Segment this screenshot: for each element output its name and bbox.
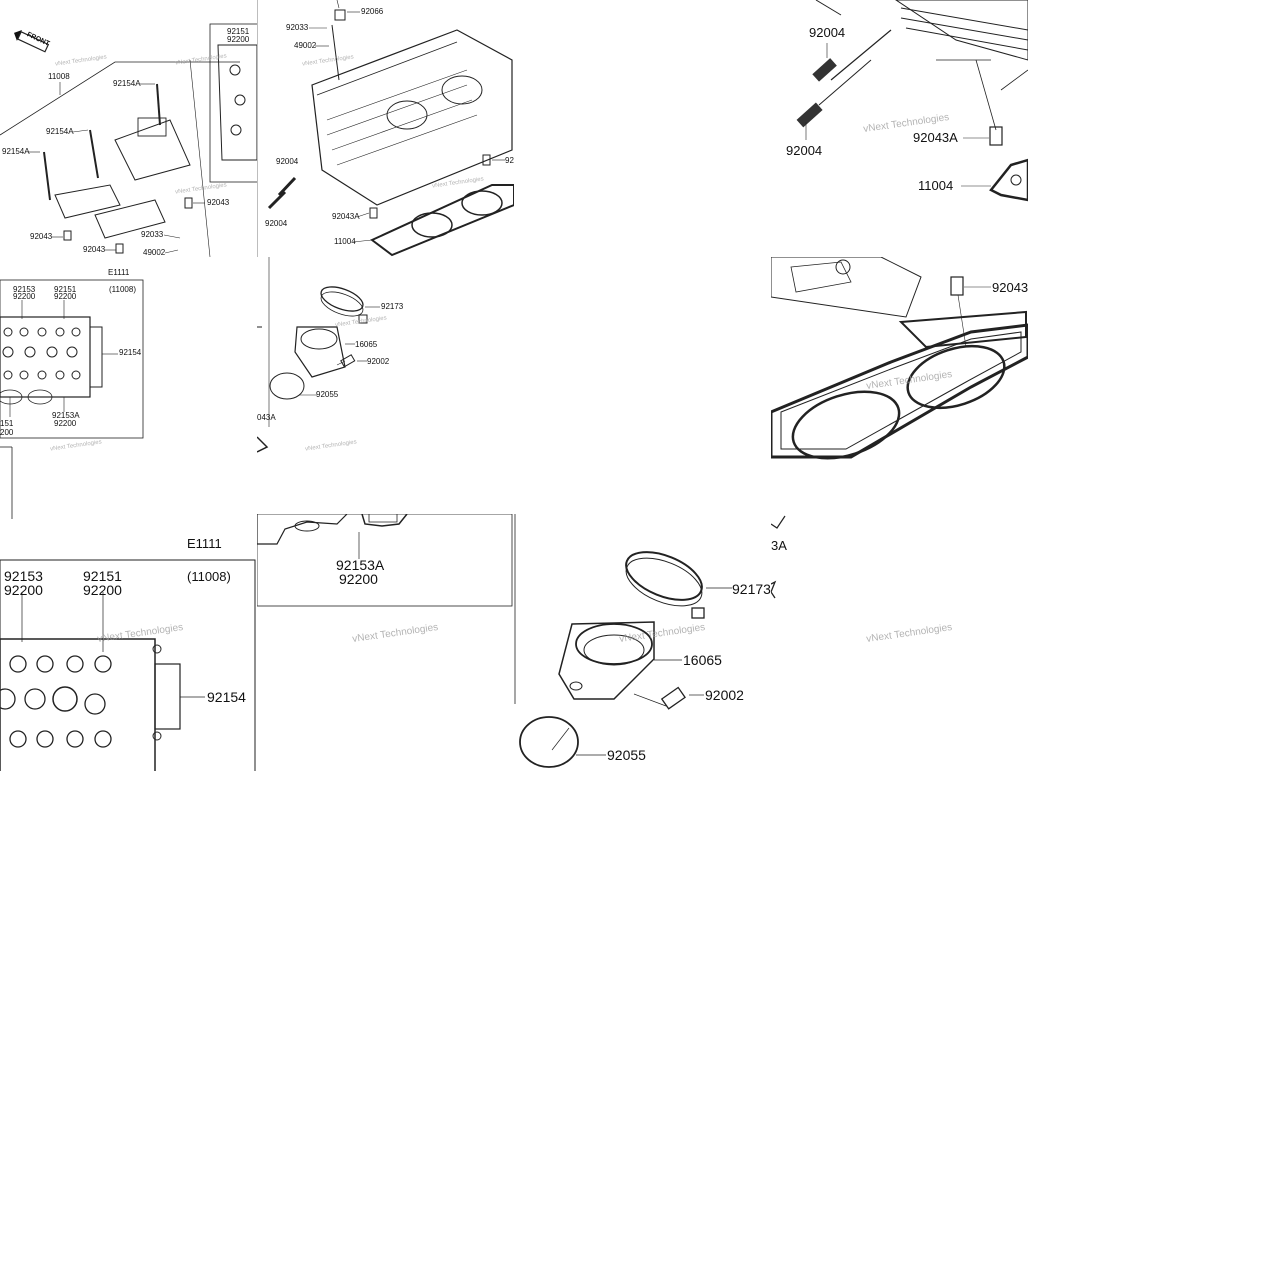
part-92055: 92055	[607, 747, 646, 763]
cylinder-head-drawing	[257, 0, 514, 257]
diagram-tile-head-top-view-zoom: E1111 (11008) 92153 92200 92151 92200 92…	[0, 514, 257, 771]
section-code: E1111	[187, 536, 222, 551]
part-92043-bottom: 92043	[83, 245, 106, 254]
diagram-tile-water-outlet: 92173 16065 92002 92055 043A vNext Techn…	[257, 257, 514, 514]
edge-drawing	[771, 515, 786, 599]
part-92066: 92066	[361, 7, 384, 16]
part-200-partial: 200	[0, 428, 14, 437]
water-outlet-zoom-drawing	[514, 514, 732, 768]
gasket-zoom-drawing	[771, 257, 1028, 460]
diagram-tile-gasket-zoom: 92043 vNext Technologies	[771, 257, 1028, 514]
part-92173: 92173	[381, 302, 404, 311]
studs-zoom-drawing	[796, 0, 1028, 202]
part-3A-partial: 3A	[771, 538, 787, 553]
part-49002: 49002	[143, 248, 166, 257]
part-92154: 92154	[207, 689, 246, 705]
part-92002: 92002	[705, 687, 744, 703]
part-92200: 92200	[227, 35, 250, 44]
part-92154A-left: 92154A	[2, 147, 30, 156]
diagram-tile-edge: 3A vNext Technologies	[771, 514, 1028, 771]
diagram-tile-cylinder-head: 92066 92033 49002 92004 92004 92043A 110…	[257, 0, 514, 257]
part-92153: 92153	[13, 285, 36, 294]
diagram-tile-water-outlet-zoom: 92173 16065 92002 92055 vNext Technologi…	[514, 514, 771, 771]
part-92153A: 92153A	[336, 557, 385, 573]
part-92200: 92200	[54, 292, 77, 301]
head-top-zoom-drawing	[0, 514, 256, 771]
section-code: E1111	[108, 268, 130, 277]
part-92033: 92033	[286, 23, 309, 32]
head-top-view-drawing	[0, 279, 144, 514]
part-92043-right: 92043	[207, 198, 230, 207]
diagram-tile-cylinder-head-covers: FRONT 11008 92154A 92154A 92154A 92043 9…	[0, 0, 257, 257]
part-11008: 11008	[48, 72, 70, 81]
part-92153: 92153	[4, 568, 43, 584]
part-043A-partial: 043A	[257, 413, 276, 422]
diagram-tile-bolt-callout-zoom: 92153A 92200 vNext Technologies	[257, 514, 514, 771]
diagram-tile-studs-zoom: 92004 92004 92043A 11004 vNext Technolog…	[771, 0, 1028, 257]
part-92004-upper: 92004	[276, 157, 299, 166]
part-92004-lower: 92004	[265, 219, 288, 228]
part-16065: 16065	[355, 340, 378, 349]
group-code: (11008)	[109, 285, 136, 294]
part-92043: 92043	[992, 280, 1028, 295]
part-92151: 92151	[54, 285, 77, 294]
part-92043A: 92043A	[332, 212, 360, 221]
part-92154: 92154	[119, 348, 142, 357]
bolt-array-zoom	[0, 644, 162, 748]
part-92200: 92200	[54, 419, 77, 428]
part-92151: 92151	[83, 568, 122, 584]
head-cover-drawing	[0, 23, 257, 257]
part-92154A-top: 92154A	[113, 79, 141, 88]
bolt-callout-drawing	[257, 514, 513, 607]
part-92004-upper: 92004	[809, 25, 846, 40]
part-92043A: 92043A	[913, 130, 958, 145]
part-11004: 11004	[918, 178, 954, 193]
part-92033: 92033	[141, 230, 164, 239]
part-151-partial: 151	[0, 419, 14, 428]
water-outlet-drawing	[257, 257, 380, 453]
part-92200: 92200	[339, 571, 378, 587]
part-92002: 92002	[367, 357, 390, 366]
diagram-tile-head-top-view: E1111 (11008) 92153 92200 92151 92200 92…	[0, 257, 257, 514]
part-92043-left: 92043	[30, 232, 53, 241]
part-49002: 49002	[294, 41, 317, 50]
part-92200: 92200	[13, 292, 36, 301]
part-92173: 92173	[732, 581, 771, 597]
part-92-partial: 92	[505, 156, 514, 165]
part-92153A: 92153A	[52, 411, 80, 420]
part-92055: 92055	[316, 390, 339, 399]
part-11004: 11004	[334, 237, 356, 246]
part-92200: 92200	[83, 582, 122, 598]
bolt-array	[2, 327, 81, 380]
part-92200: 92200	[4, 582, 43, 598]
part-16065: 16065	[683, 652, 722, 668]
group-code: (11008)	[187, 569, 231, 584]
part-92151: 92151	[227, 27, 250, 36]
part-92154A-mid: 92154A	[46, 127, 74, 136]
part-92004-lower: 92004	[786, 143, 823, 158]
